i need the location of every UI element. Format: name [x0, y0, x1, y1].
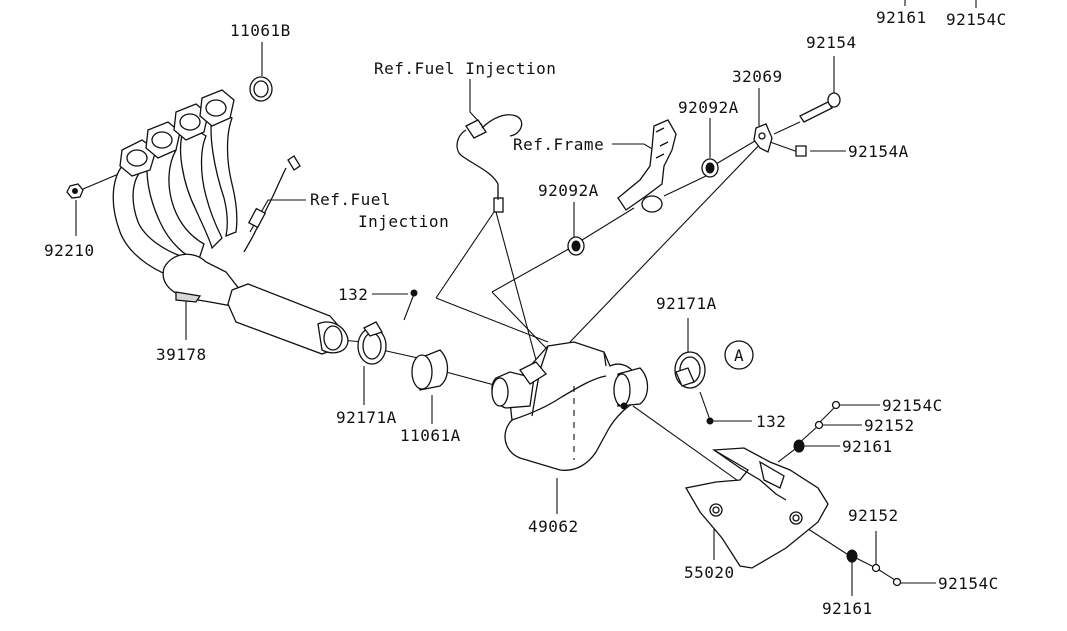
- label-92154-top: 92154: [806, 33, 857, 52]
- frame-bracket: [617, 119, 677, 213]
- label-11061a: 11061A: [400, 426, 461, 445]
- label-92161-low: 92161: [822, 599, 873, 618]
- label-92210: 92210: [44, 241, 95, 260]
- grommet-92161-low: [846, 549, 858, 563]
- heat-guard-55020: [684, 447, 829, 569]
- nut-92210: [66, 183, 84, 199]
- label-55020: 55020: [684, 563, 735, 582]
- grommet-92161-mid: [793, 439, 805, 453]
- label-92171a-right: 92171A: [656, 294, 717, 313]
- clamp-92171a-left: [357, 321, 387, 365]
- label-92161-mid: 92161: [842, 437, 893, 456]
- label-ref-frame: Ref.Frame: [513, 135, 604, 154]
- clamp-92171a-right: [674, 351, 706, 389]
- washer-92152-low: [871, 563, 881, 573]
- label-92154c-low: 92154C: [938, 574, 999, 593]
- label-92092a-left: 92092A: [538, 181, 599, 200]
- muffler-body-49062: [491, 341, 649, 471]
- damper-92092a-upper: [701, 158, 719, 178]
- washer-92152-mid: [814, 420, 824, 430]
- bolt-92154c-low: [892, 577, 902, 587]
- o2-sensor-upper: [456, 114, 523, 213]
- part-labels: 11061B 92210 39178 Ref.Fuel Injection Re…: [44, 8, 1007, 618]
- bolt-132-right: [699, 391, 714, 425]
- label-92092a-top: 92092A: [678, 98, 739, 117]
- sleeve-11061a: [411, 349, 449, 391]
- label-ref-fuel-injection-left-2: Injection: [358, 212, 449, 231]
- label-11061b: 11061B: [230, 21, 291, 40]
- label-92171a-left: 92171A: [336, 408, 397, 427]
- label-132-right: 132: [756, 412, 786, 431]
- label-92154c-mid: 92154C: [882, 396, 943, 415]
- exhaust-header-pipe: [112, 89, 349, 355]
- label-49062: 49062: [528, 517, 579, 536]
- label-92152-mid: 92152: [864, 416, 915, 435]
- label-132-left: 132: [338, 285, 368, 304]
- label-92154c-topcut: 92154C: [946, 10, 1007, 29]
- label-39178: 39178: [156, 345, 207, 364]
- label-ref-fuel-injection-top: Ref.Fuel Injection: [374, 59, 556, 78]
- damper-92092a-lower: [567, 236, 585, 256]
- label-callout-a: A: [734, 346, 744, 365]
- bolt-92154c-mid: [831, 400, 841, 410]
- label-92154a: 92154A: [848, 142, 909, 161]
- label-92161-topcut: 92161: [876, 8, 927, 27]
- bolt-92154a: [795, 145, 807, 157]
- bolt-92154: [799, 92, 841, 123]
- bracket-32069: [753, 123, 773, 153]
- label-32069: 32069: [732, 67, 783, 86]
- callout-a-circle: [724, 340, 754, 370]
- label-ref-fuel-injection-left-1: Ref.Fuel: [310, 190, 391, 209]
- bolt-132-left: [403, 289, 418, 321]
- label-92152-low: 92152: [848, 506, 899, 525]
